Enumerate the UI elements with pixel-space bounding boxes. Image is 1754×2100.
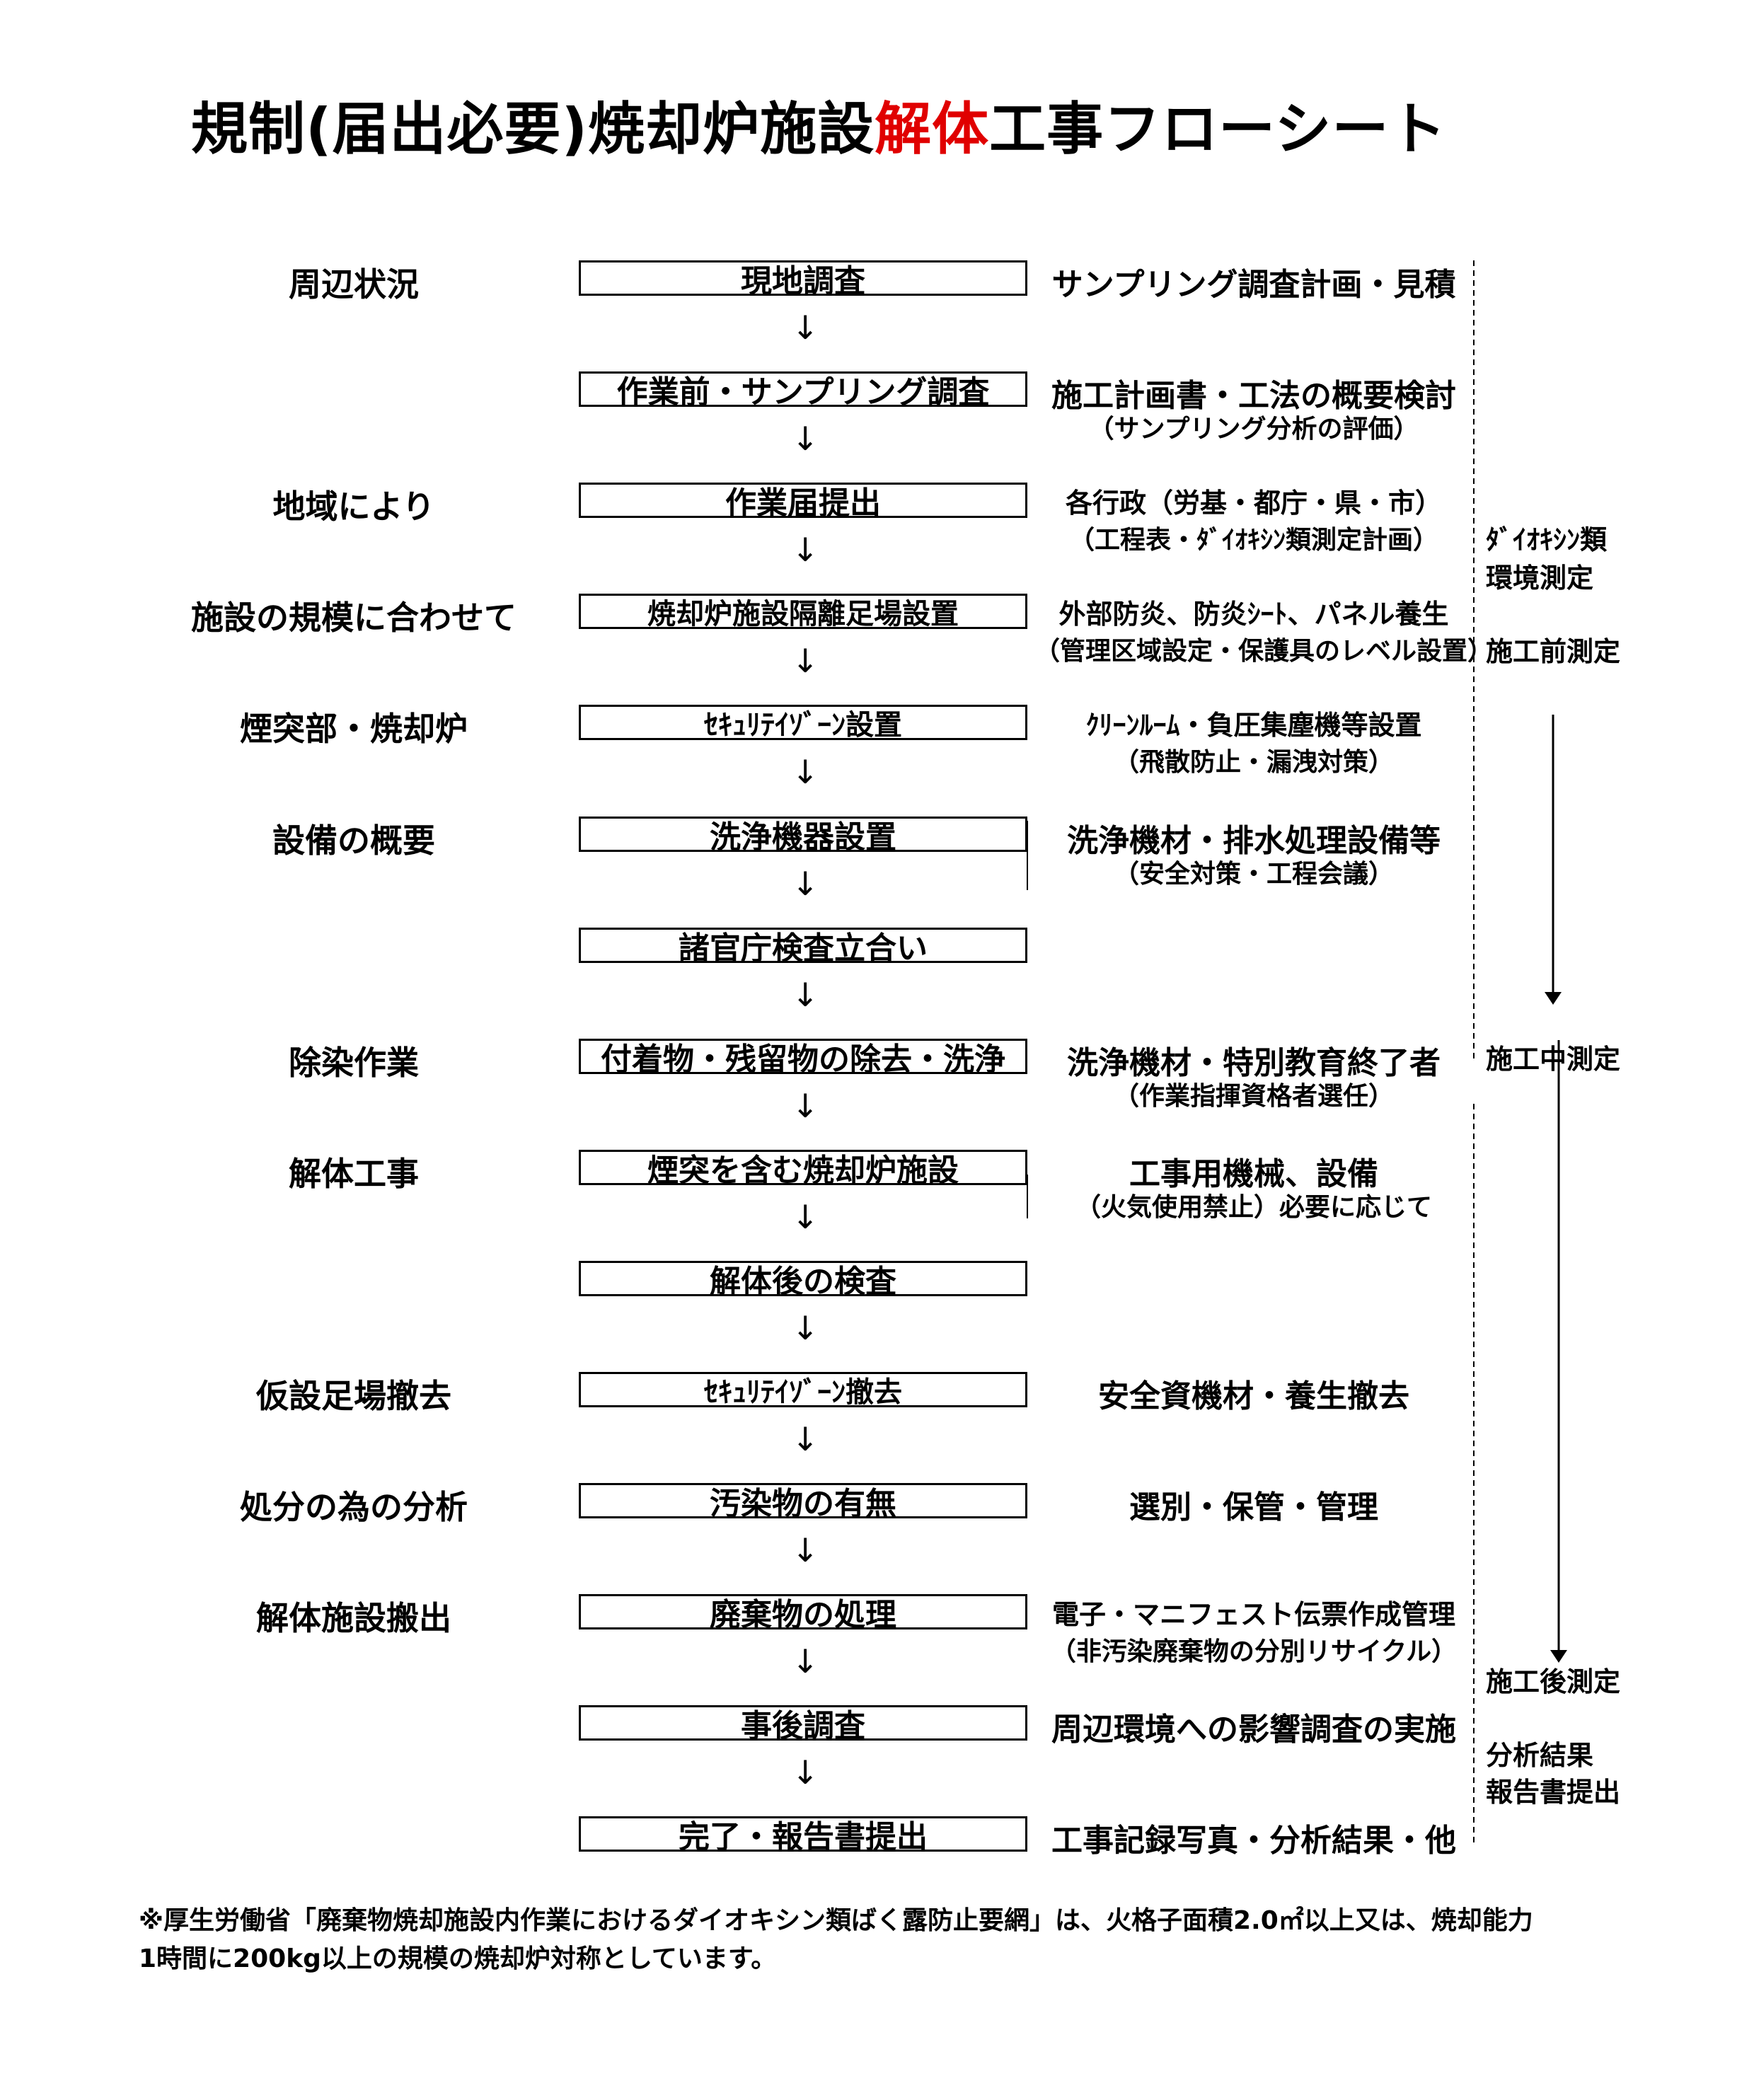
step-left-label: 解体工事	[289, 1155, 419, 1193]
step-right-sub: （非汚染廃棄物の分別リサイクル）	[1050, 1637, 1458, 1666]
title-highlight: 解体	[875, 96, 990, 162]
step-box: 煙突を含む焼却炉施設	[579, 1150, 1027, 1185]
title-suffix: 工事フローシート	[989, 96, 1447, 162]
step-left-label: 解体施設搬出	[256, 1599, 451, 1637]
step-right-sub: （作業指揮資格者選任）	[1113, 1082, 1394, 1111]
footnote-line-1: ※厚生労働省「廃棄物焼却施設内作業におけるダイオキシン類ばく露防止要網」は、火格…	[139, 1906, 1533, 1935]
down-arrow: ↓	[791, 1309, 819, 1347]
down-arrow: ↓	[791, 1198, 819, 1236]
step-box: ｾｷｭﾘﾃｲｿﾞｰﾝ設置	[579, 705, 1027, 740]
step-right-sub: （管理区域設定・保護具のレベル設置）	[1034, 637, 1494, 666]
step-right-main: 選別・保管・管理	[1129, 1489, 1378, 1525]
step-box: 事後調査	[579, 1705, 1027, 1741]
after-measure-arrowhead	[1550, 1650, 1567, 1663]
down-arrow: ↓	[791, 1087, 819, 1125]
before-measure-label: 施工前測定	[1486, 636, 1621, 667]
down-arrow: ↓	[791, 1531, 819, 1569]
step-right-main: 外部防炎、防炎ｼｰﾄ、パネル養生	[1058, 599, 1449, 630]
report-label-2: 報告書提出	[1486, 1777, 1621, 1808]
step-left-label: 施設の規模に合わせて	[191, 599, 517, 637]
step-right-main: 施工計画書・工法の概要検討	[1051, 378, 1456, 414]
step-box: 解体後の検査	[579, 1261, 1027, 1296]
step-right-main: 洗浄機材・排水処理設備等	[1067, 823, 1441, 859]
step-box: 諸官庁検査立合い	[579, 928, 1027, 963]
step-right-main: 周辺環境への影響調査の実施	[1051, 1712, 1456, 1748]
step-left-label: 処分の為の分析	[240, 1488, 468, 1526]
title-main: 規制(届出必要)焼却炉施設	[191, 96, 875, 162]
report-label-1: 分析結果	[1486, 1740, 1594, 1771]
step-box: 作業届提出	[579, 483, 1027, 518]
step-right-main: 工事用機械、設備	[1129, 1156, 1378, 1192]
step-right-main: 各行政（労基・都庁・県・市）	[1065, 487, 1442, 519]
step-right-sub: （安全対策・工程会議）	[1113, 860, 1394, 889]
page-title: 規制(届出必要)焼却炉施設解体工事フローシート	[191, 83, 1447, 166]
step-right-main: 工事記録写真・分析結果・他	[1051, 1823, 1456, 1859]
step-left-label: 煙突部・焼却炉	[240, 710, 468, 748]
step-right-main: 電子・マニフェスト伝票作成管理	[1051, 1599, 1455, 1630]
step-right-main: 洗浄機材・特別教育終了者	[1067, 1045, 1441, 1081]
footnote: ※厚生労働省「廃棄物焼却施設内作業におけるダイオキシン類ばく露防止要網」は、火格…	[139, 1902, 1533, 1978]
dioxin-label-2: 環境測定	[1486, 562, 1594, 594]
down-arrow: ↓	[791, 308, 819, 347]
step-box: 完了・報告書提出	[579, 1816, 1027, 1852]
after-measure-label: 施工後測定	[1486, 1666, 1621, 1697]
step-right-main: サンプリング調査計画・見積	[1051, 267, 1456, 303]
down-arrow: ↓	[791, 642, 819, 680]
step-box: 付着物・残留物の除去・洗浄	[579, 1039, 1027, 1074]
step-box: 焼却炉施設隔離足場設置	[579, 594, 1027, 629]
down-arrow: ↓	[791, 531, 819, 569]
dioxin-label-1: ﾀﾞｲｵｷｼﾝ類	[1486, 524, 1608, 555]
during-measure-label: 施工中測定	[1486, 1044, 1621, 1075]
step-right-sub: （火気使用禁止）必要に応じて	[1075, 1193, 1432, 1222]
step-left-label: 地域により	[272, 487, 435, 526]
step-box: 汚染物の有無	[579, 1483, 1027, 1518]
step-box: 現地調査	[579, 260, 1027, 296]
step-left-label: 設備の概要	[272, 821, 435, 860]
step-right-main: 安全資機材・養生撤去	[1098, 1378, 1409, 1414]
step-box: ｾｷｭﾘﾃｲｿﾞｰﾝ撤去	[579, 1372, 1027, 1407]
down-arrow: ↓	[791, 976, 819, 1014]
down-arrow: ↓	[791, 865, 819, 903]
step-left-label: 仮設足場撤去	[256, 1377, 451, 1415]
footnote-line-2: 1時間に200kg以上の規模の焼却炉対称としています。	[139, 1944, 777, 1973]
down-arrow: ↓	[791, 1642, 819, 1680]
step-right-sub: （飛散防止・漏洩対策）	[1113, 748, 1394, 777]
step-box: 洗浄機器設置	[579, 817, 1027, 852]
down-arrow: ↓	[791, 1753, 819, 1792]
step-box: 作業前・サンプリング調査	[579, 371, 1027, 407]
step-left-label: 除染作業	[289, 1044, 419, 1082]
down-arrow: ↓	[791, 1420, 819, 1458]
step-right-main: ｸﾘｰﾝﾙｰﾑ・負圧集塵機等設置	[1085, 710, 1422, 741]
during-measure-arrowhead	[1545, 992, 1562, 1005]
step-right-sub: （工程表・ﾀﾞｲｵｷｼﾝ類測定計画）	[1068, 526, 1438, 555]
down-arrow: ↓	[791, 753, 819, 791]
down-arrow: ↓	[791, 420, 819, 458]
step-left-label: 周辺状況	[289, 265, 419, 304]
step-right-sub: （サンプリング分析の評価）	[1088, 415, 1419, 444]
step-box: 廃棄物の処理	[579, 1594, 1027, 1629]
